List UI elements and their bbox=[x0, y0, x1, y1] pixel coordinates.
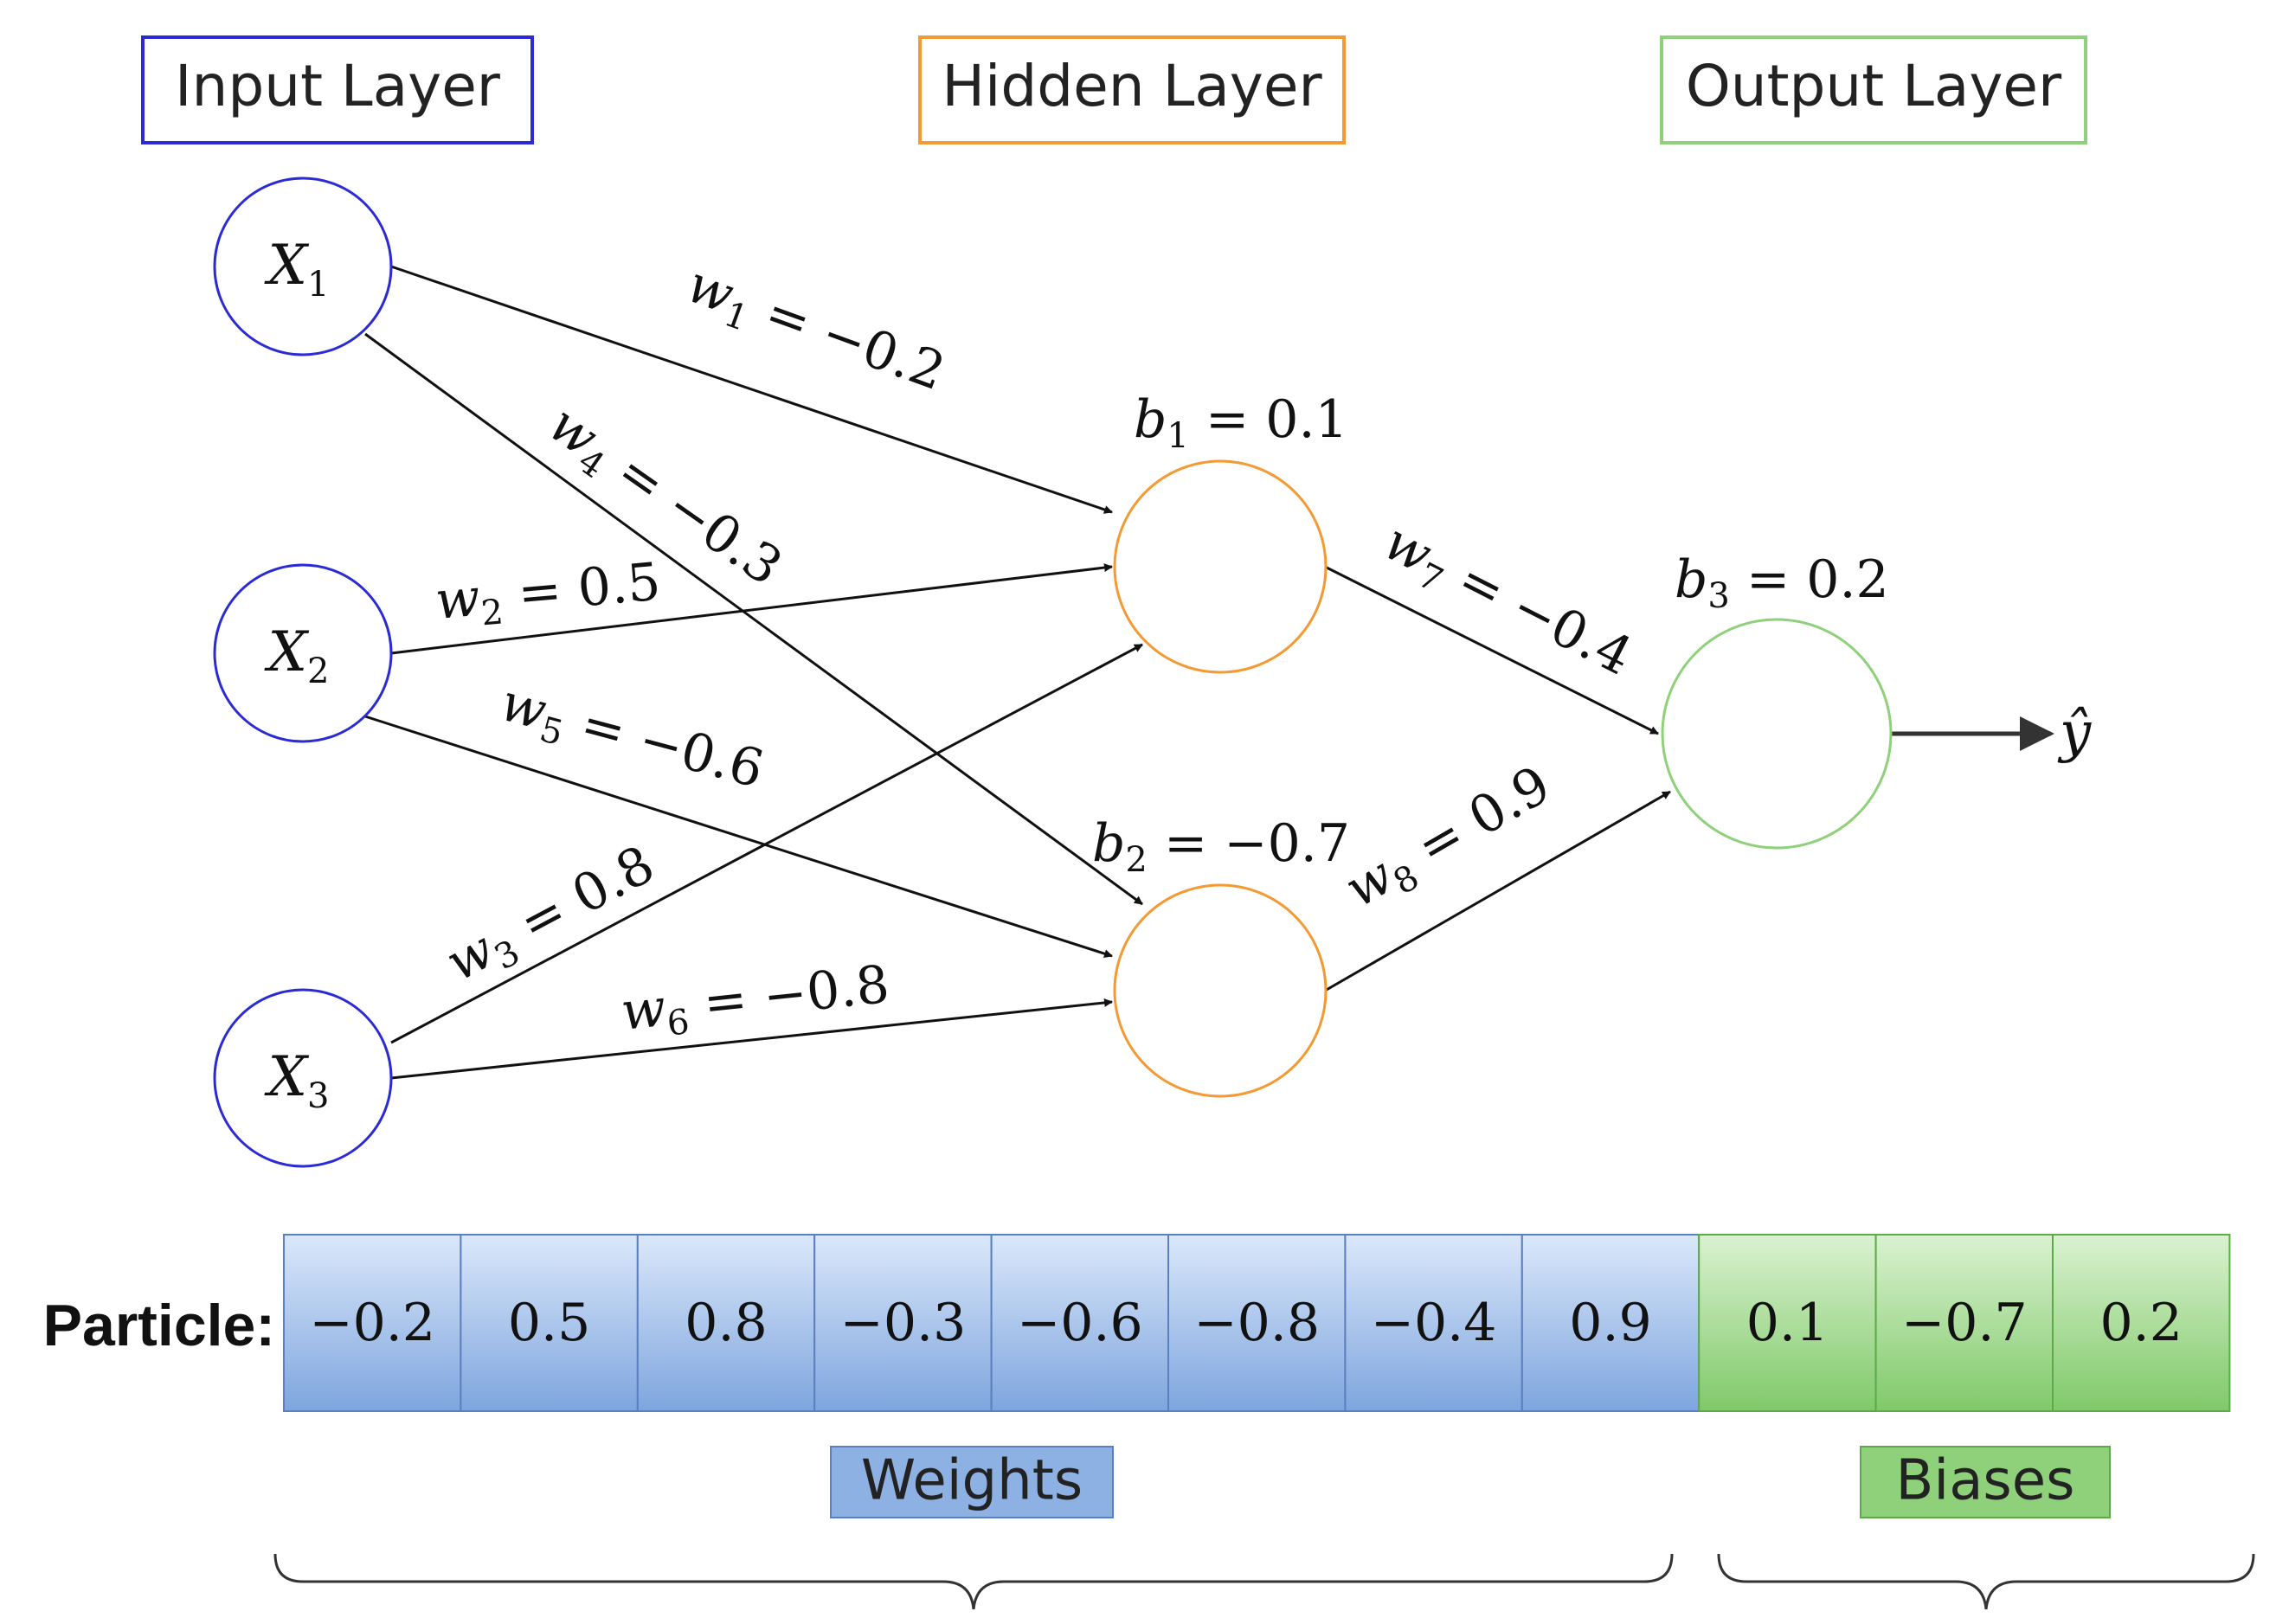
output-layer-label: Output Layer bbox=[1686, 53, 2062, 119]
input-label-3: X3 bbox=[263, 1045, 329, 1116]
edge-w4 bbox=[364, 332, 1143, 906]
weight-cell-value: −0.2 bbox=[309, 1293, 435, 1353]
hidden-nodes bbox=[1113, 459, 1328, 1098]
connections bbox=[364, 265, 1671, 1080]
input-layer-label: Input Layer bbox=[175, 53, 501, 119]
bias-label-b3: b3 = 0.2 bbox=[1675, 549, 1889, 616]
output-node bbox=[1661, 618, 1893, 850]
edge-w6 bbox=[390, 998, 1113, 1080]
weight-cell-value: −0.3 bbox=[840, 1293, 967, 1353]
weight-label-w1: w1 = −0.2 bbox=[677, 254, 953, 408]
weight-cell bbox=[1167, 1234, 1347, 1412]
weight-cell bbox=[636, 1234, 816, 1412]
bias-cell-value: 0.1 bbox=[1746, 1293, 1829, 1353]
weight-label-w2: w2 = 0.5 bbox=[433, 551, 663, 637]
biases-legend: Biases bbox=[1860, 1446, 2111, 1518]
input-node-3 bbox=[213, 988, 393, 1168]
weight-cell-value: −0.8 bbox=[1193, 1293, 1320, 1353]
edge-w2 bbox=[390, 563, 1113, 655]
hidden-layer-title: Hidden Layer bbox=[918, 35, 1346, 144]
weight-cell bbox=[813, 1234, 993, 1412]
weight-label-w3: w3 = 0.8 bbox=[436, 834, 666, 998]
hidden-node-2 bbox=[1113, 883, 1328, 1098]
bias-label-b2: b2 = −0.7 bbox=[1092, 813, 1350, 880]
weight-cell bbox=[1521, 1234, 1701, 1412]
input-layer-title: Input Layer bbox=[141, 35, 534, 144]
bias-cell-value: −0.7 bbox=[1901, 1293, 2028, 1353]
output-layer-title: Output Layer bbox=[1660, 35, 2087, 144]
weight-label-w5: w5 = −0.6 bbox=[492, 672, 769, 806]
weight-label-w8: w8 = 0.9 bbox=[1335, 754, 1564, 925]
weight-cell bbox=[990, 1234, 1169, 1412]
hidden-node-1 bbox=[1113, 459, 1328, 674]
weight-cell bbox=[460, 1234, 639, 1412]
biases-legend-label: Biases bbox=[1896, 1449, 2075, 1513]
input-label-2: X2 bbox=[263, 620, 329, 691]
weights-legend-label: Weights bbox=[861, 1449, 1083, 1513]
bias-cell bbox=[2052, 1234, 2231, 1412]
weight-cell-value: 0.8 bbox=[685, 1293, 767, 1353]
weight-cell-value: 0.5 bbox=[508, 1293, 590, 1353]
particle-label: Particle: bbox=[43, 1293, 275, 1358]
weight-cell-value: 0.9 bbox=[1569, 1293, 1651, 1353]
weights-legend: Weights bbox=[830, 1446, 1114, 1518]
bias-cell bbox=[1874, 1234, 2054, 1412]
weight-cell bbox=[1344, 1234, 1523, 1412]
weights-brace bbox=[273, 1553, 1674, 1610]
edge-w3 bbox=[390, 643, 1143, 1044]
hidden-layer-label: Hidden Layer bbox=[942, 53, 1322, 119]
edge-w5 bbox=[364, 715, 1113, 959]
weight-label-w7: w7 = −0.4 bbox=[1372, 511, 1642, 693]
edge-w8 bbox=[1324, 790, 1671, 992]
bias-cell-value: 0.2 bbox=[2099, 1293, 2182, 1353]
weight-cell bbox=[283, 1234, 462, 1412]
particle-vector: −0.2 0.5 0.8 −0.3 −0.6 −0.8 −0.4 0.9 0.1 −0.7 0.2 bbox=[283, 1234, 2231, 1412]
bias-cell bbox=[1698, 1234, 1877, 1412]
input-node-2 bbox=[213, 563, 393, 743]
weight-cell-value: −0.6 bbox=[1017, 1293, 1143, 1353]
biases-brace bbox=[1717, 1553, 2255, 1610]
output-symbol: ŷ bbox=[2057, 701, 2092, 765]
edge-w7 bbox=[1324, 565, 1659, 735]
weight-label-w6: w6 = −0.8 bbox=[618, 954, 892, 1049]
input-nodes bbox=[213, 177, 393, 1168]
input-node-1 bbox=[213, 177, 393, 356]
weight-cell-value: −0.4 bbox=[1371, 1293, 1497, 1353]
input-label-1: X1 bbox=[263, 234, 329, 305]
bias-label-b1: b1 = 0.1 bbox=[1134, 389, 1348, 456]
edge-w1 bbox=[390, 265, 1113, 514]
